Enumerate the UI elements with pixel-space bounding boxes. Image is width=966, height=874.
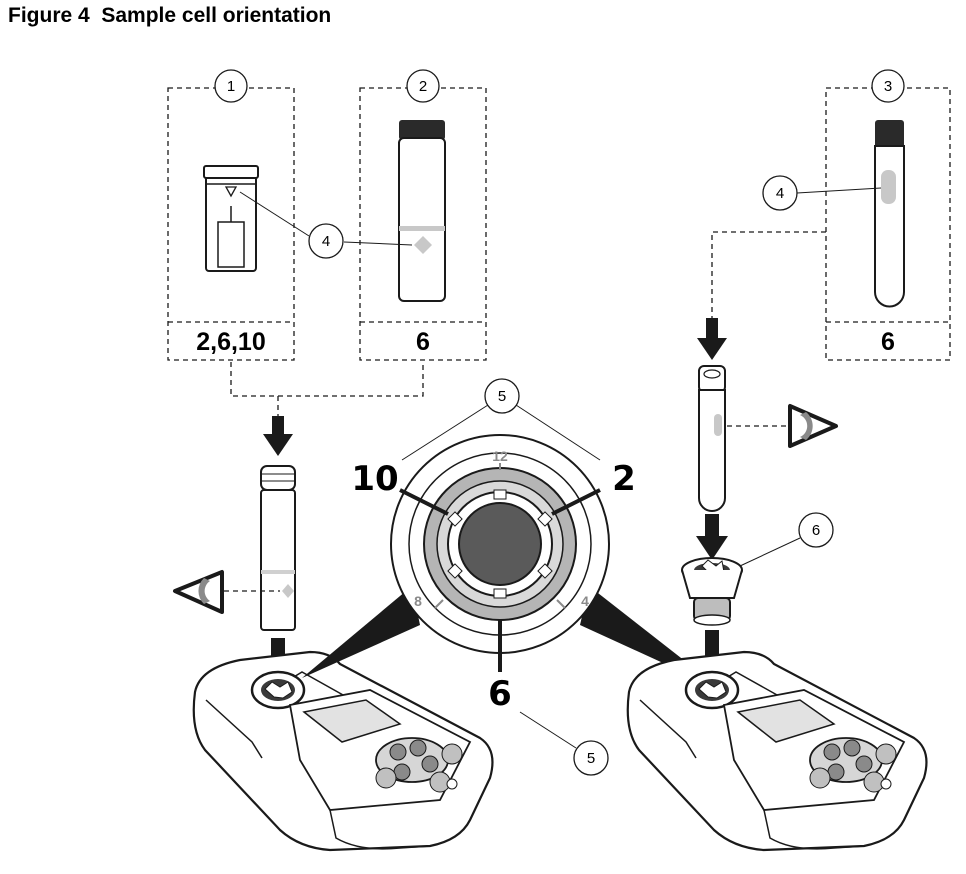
svg-text:5: 5	[587, 750, 595, 767]
panel-1-positions: 2,6,10	[196, 328, 266, 356]
panel-3: 6	[825, 87, 951, 361]
callout-4-cells: 4	[239, 191, 413, 259]
dial-tick-8: 8	[414, 593, 422, 609]
callout-3: 3	[871, 69, 905, 103]
svg-text:5: 5	[498, 388, 506, 405]
down-arrow-right-2	[696, 514, 728, 560]
tube-orientation-mark	[881, 170, 896, 204]
panel-3-positions: 6	[881, 328, 895, 356]
tube-icon	[874, 120, 905, 308]
eye-icon-right	[727, 404, 838, 448]
svg-text:4: 4	[776, 185, 784, 202]
callout-5-top: 5	[401, 378, 601, 461]
svg-text:4: 4	[322, 233, 330, 250]
panel-connectors	[230, 231, 826, 416]
instrument-left	[192, 650, 494, 852]
down-arrow-left	[263, 416, 293, 456]
svg-text:1: 1	[227, 78, 235, 95]
position-10-label: 10	[351, 459, 398, 499]
callout-2: 2	[406, 69, 440, 103]
orientation-diamond-mark	[414, 236, 432, 254]
panel-1: 2,6,10	[167, 87, 295, 361]
callout-5-bottom: 5	[519, 711, 609, 776]
callout-1: 1	[214, 69, 248, 103]
eye-icon-left	[173, 570, 280, 614]
svg-text:2: 2	[419, 78, 427, 95]
svg-text:3: 3	[884, 78, 892, 95]
cell-adapter	[681, 557, 743, 626]
figure-title: Figure 4 Sample cell orientation	[8, 4, 332, 27]
orientation-triangle-mark	[224, 186, 238, 198]
down-arrow-right	[697, 318, 727, 360]
position-6-label: 6	[488, 674, 512, 714]
panel-2-positions: 6	[416, 328, 430, 356]
position-2-label: 2	[612, 459, 636, 499]
position-indicators	[399, 488, 601, 672]
dial-tick-4: 4	[581, 593, 589, 609]
left-sample-cell	[260, 465, 296, 631]
svg-text:6: 6	[812, 522, 820, 539]
square-cell-icon	[203, 165, 259, 272]
instrument-right	[626, 650, 928, 852]
right-tube	[698, 365, 726, 512]
callout-4-tube: 4	[762, 175, 882, 211]
callout-6: 6	[739, 512, 834, 567]
dial-tick-12: 12	[492, 448, 508, 464]
sample-cell-dial	[390, 434, 610, 654]
round-vial-icon	[398, 120, 446, 302]
